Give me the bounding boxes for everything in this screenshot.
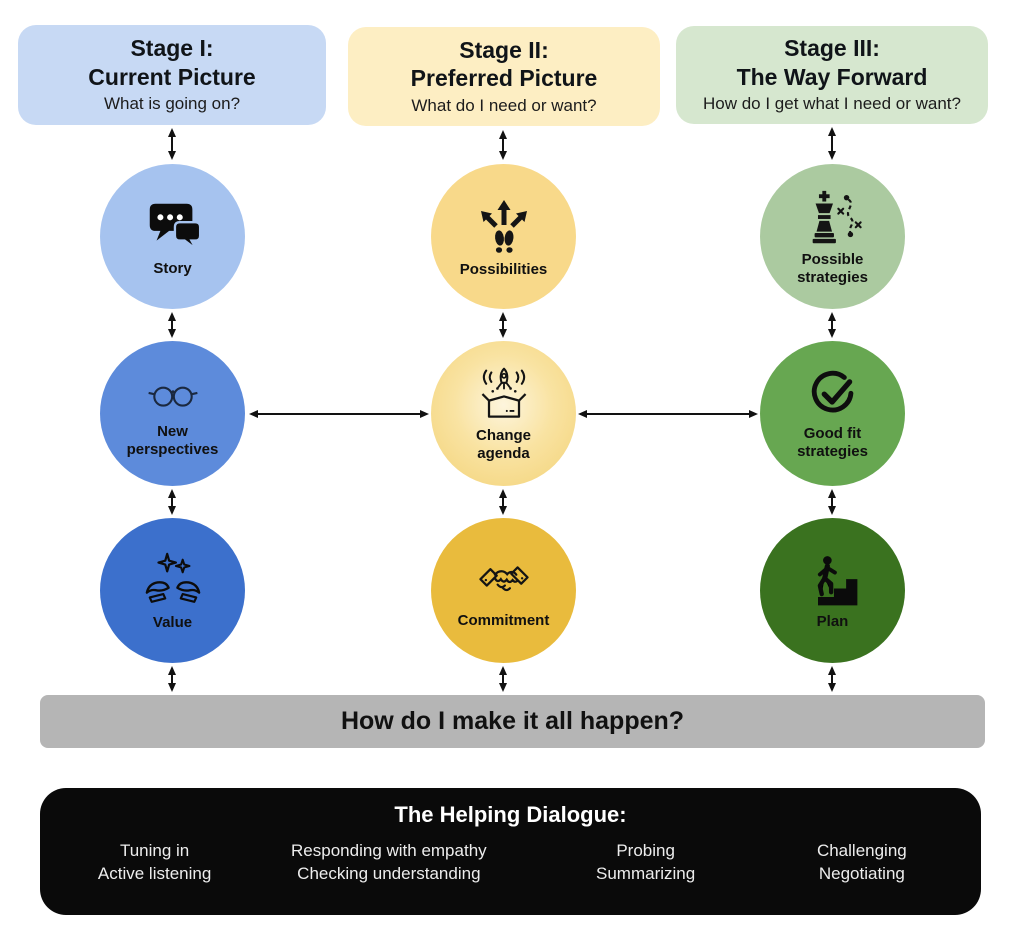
dialogue-line: Challenging	[816, 841, 907, 860]
circle-value: Value	[100, 518, 245, 663]
stage-2-question: What do I need or want?	[411, 95, 597, 115]
circle-plan-label: Plan	[816, 612, 849, 630]
dialogue-group-tuning: Tuning in Active listening	[60, 840, 249, 886]
circle-good-fit-strategies: Good fit strategies	[760, 341, 905, 486]
circle-commitment-label: Commitment	[457, 611, 550, 629]
arrow-value-bottom-bar	[167, 666, 176, 692]
circle-new-perspectives-label: New perspectives	[126, 423, 219, 458]
circle-new-perspectives: New perspectives	[100, 341, 245, 486]
arrow-change-agenda-good-fit	[578, 409, 758, 418]
stage-3-title: Stage III: The Way Forward	[684, 34, 980, 91]
dialogue-line: Checking understanding	[297, 863, 481, 883]
chess-strategy-icon	[812, 191, 862, 244]
bottom-bar-text: How do I make it all happen?	[340, 707, 685, 735]
arrow-plan-bottom-bar	[827, 666, 836, 692]
circle-possible-strategies-label: Possible strategies	[797, 251, 868, 286]
stage-2-title-line2: Preferred Picture	[410, 65, 598, 92]
stage-3-title-line1: Stage III:	[784, 35, 880, 62]
stage-1-title: Stage I: Current Picture	[26, 34, 318, 91]
stage-1-title-line2: Current Picture	[88, 63, 256, 90]
dialogue-group-probing: Probing Summarizing	[529, 840, 763, 886]
stairs-person-icon	[817, 555, 857, 606]
stage-2-title-line1: Stage II:	[459, 36, 549, 63]
stage-1-question: What is going on?	[103, 94, 241, 114]
arrow-header1-story	[167, 128, 176, 160]
dialogue-line: Tuning in	[119, 841, 190, 860]
arrow-change-agenda-commitment	[498, 489, 507, 515]
arrow-good-fit-plan	[827, 489, 836, 515]
chat-bubbles-icon	[149, 203, 201, 251]
circle-plan: Plan	[760, 518, 905, 663]
circle-value-label: Value	[152, 613, 193, 631]
helping-dialogue-title: The Helping Dialogue:	[394, 802, 627, 827]
dialogue-line: Responding with empathy	[291, 841, 487, 860]
stage-3-question: How do I get what I need or want?	[703, 94, 961, 114]
helping-dialogue-box: The Helping Dialogue: Tuning in Active l…	[40, 788, 981, 915]
arrow-possible-good-fit	[827, 312, 836, 338]
check-circle-icon	[811, 371, 853, 413]
circle-change-agenda-label: Change agenda	[475, 427, 531, 462]
dialogue-group-challenging: Challenging Negotiating	[763, 840, 961, 886]
arrow-new-perspectives-value	[167, 489, 176, 515]
circle-possible-strategies: Possible strategies	[760, 164, 905, 309]
circle-possibilities: Possibilities	[431, 164, 576, 309]
handshake-icon	[478, 566, 529, 592]
dialogue-line: Probing	[616, 841, 675, 860]
dialogue-group-responding: Responding with empathy Checking underst…	[249, 840, 528, 886]
dialogue-line: Active listening	[97, 863, 212, 883]
circle-good-fit-strategies-label: Good fit strategies	[797, 425, 868, 460]
arrow-header3-possible-strategies	[827, 127, 836, 160]
stage-1-header: Stage I: Current Picture What is going o…	[18, 25, 326, 125]
arrows-footprints-icon	[480, 199, 527, 253]
circle-possibilities-label: Possibilities	[459, 260, 548, 278]
dialogue-line: Negotiating	[818, 863, 905, 883]
circle-commitment: Commitment	[431, 518, 576, 663]
circle-story: Story	[100, 164, 245, 309]
arrow-header2-possibilities	[498, 130, 507, 160]
helping-dialogue-groups: Tuning in Active listening Responding wi…	[60, 840, 961, 886]
stage-2-header: Stage II: Preferred Picture What do I ne…	[348, 27, 660, 126]
arrow-possibilities-change-agenda	[498, 312, 507, 338]
dialogue-line: Summarizing	[596, 863, 696, 883]
stage-3-header: Stage III: The Way Forward How do I get …	[676, 26, 988, 124]
rocket-box-icon	[481, 367, 526, 418]
arrow-new-perspectives-change-agenda	[249, 409, 429, 418]
circle-change-agenda: Change agenda	[431, 341, 576, 486]
circle-story-label: Story	[153, 259, 192, 277]
hands-sparkles-icon	[145, 552, 200, 603]
arrow-story-new-perspectives	[167, 312, 176, 338]
arrow-commitment-bottom-bar	[498, 666, 507, 692]
stage-3-title-line2: The Way Forward	[736, 63, 928, 90]
eyeglasses-icon	[147, 386, 198, 407]
stage-2-title: Stage II: Preferred Picture	[356, 36, 652, 93]
bottom-bar: How do I make it all happen?	[40, 695, 985, 748]
stage-1-title-line1: Stage I:	[130, 35, 214, 62]
